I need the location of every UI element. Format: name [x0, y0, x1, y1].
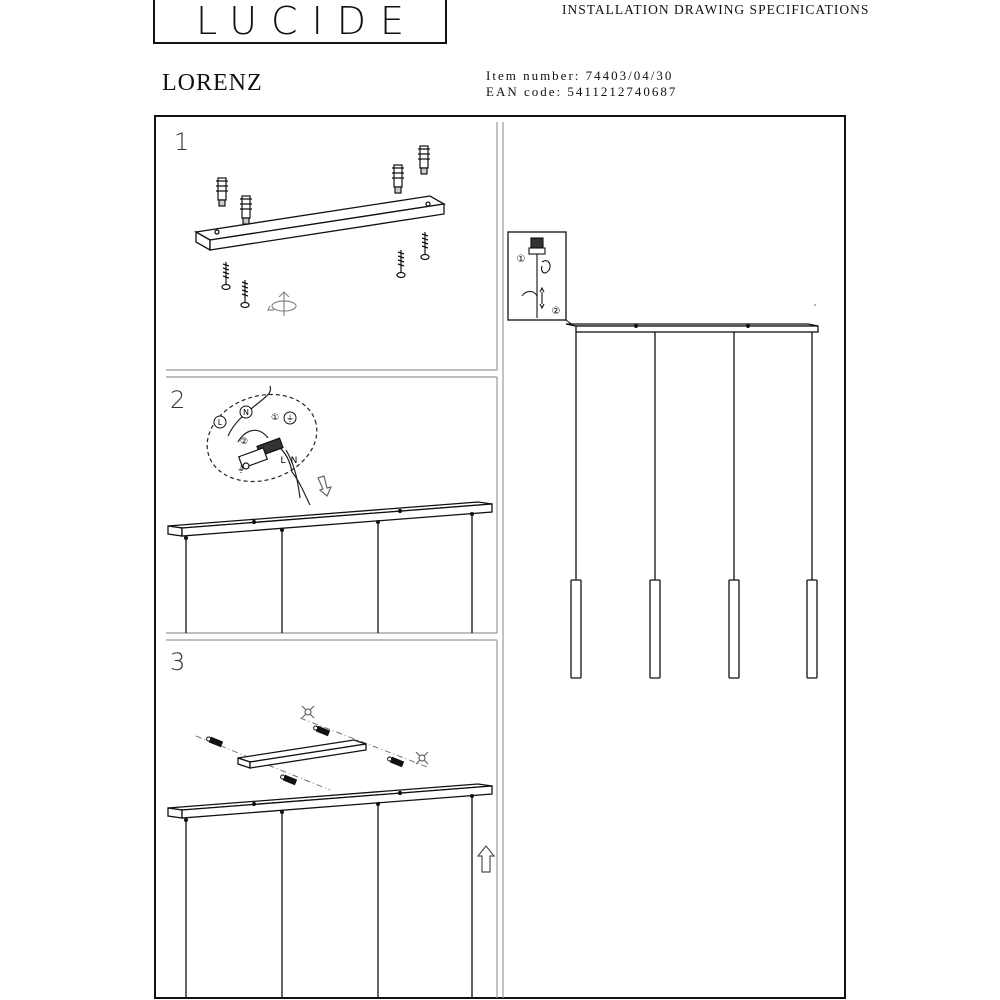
lamp-head-4 [806, 579, 818, 679]
lamp-head-1 [570, 579, 582, 679]
canopy-assembled [565, 323, 819, 333]
fixing-screws [206, 725, 405, 786]
ean-label: EAN code: [486, 84, 563, 99]
step-number-3: 3 [170, 648, 186, 676]
step-number-1: 1 [174, 128, 190, 156]
inset-step-2-label: ② [552, 306, 561, 317]
product-name: LORENZ [162, 70, 263, 96]
ean-code: 5411212740687 [567, 84, 678, 99]
mounting-screws [221, 232, 430, 309]
item-number-label: Item number: [486, 68, 581, 83]
terminal-block [237, 437, 284, 470]
push-up-arrow-icon [476, 845, 496, 873]
wire-label-circle-2: ② [240, 437, 248, 447]
pendant-cables-step2 [185, 514, 473, 633]
wire-label-neutral-2: N [291, 456, 298, 466]
wall-plugs [216, 145, 430, 225]
wire-label-circle-1: ① [271, 413, 279, 423]
item-number: 74403/04/30 [585, 68, 674, 83]
screw-rotate-icon [267, 291, 297, 316]
ean-row: EAN code: 5411212740687 [486, 84, 677, 100]
item-info: Item number: 74403/04/30 EAN code: 54112… [486, 68, 677, 100]
pendant-cables-assembled [575, 332, 813, 580]
wiring-detail-callout [206, 393, 318, 483]
drawing-frame [154, 115, 846, 999]
screwdriver-icon [415, 751, 429, 765]
wire-label-earth-2: ⏚ [237, 465, 245, 474]
lamp-heads [570, 579, 818, 679]
document-title: INSTALLATION DRAWING SPECIFICATIONS [562, 2, 870, 17]
brand-logo-text: LUCIDE [195, 0, 419, 43]
mounting-bracket-step3 [237, 739, 367, 769]
lamp-head-3 [728, 579, 740, 679]
screwdriver-icon [301, 705, 315, 719]
wire-label-earth-1: ⏚ [286, 414, 294, 423]
insert-arrow-icon [317, 475, 333, 497]
inset-step-1-label: ① [517, 254, 526, 265]
wire-label-live-2: L [280, 456, 285, 466]
canopy-step3 [167, 783, 493, 819]
wire-label-live-1: L [218, 418, 223, 427]
pendant-cables-step3 [185, 796, 473, 998]
step-number-2: 2 [170, 386, 186, 414]
lamp-head-2 [649, 579, 661, 679]
brand-logo: LUCIDE [153, 0, 447, 44]
canopy-step2 [167, 501, 493, 537]
item-number-row: Item number: 74403/04/30 [486, 68, 677, 84]
wire-label-neutral-1: N [243, 408, 249, 417]
